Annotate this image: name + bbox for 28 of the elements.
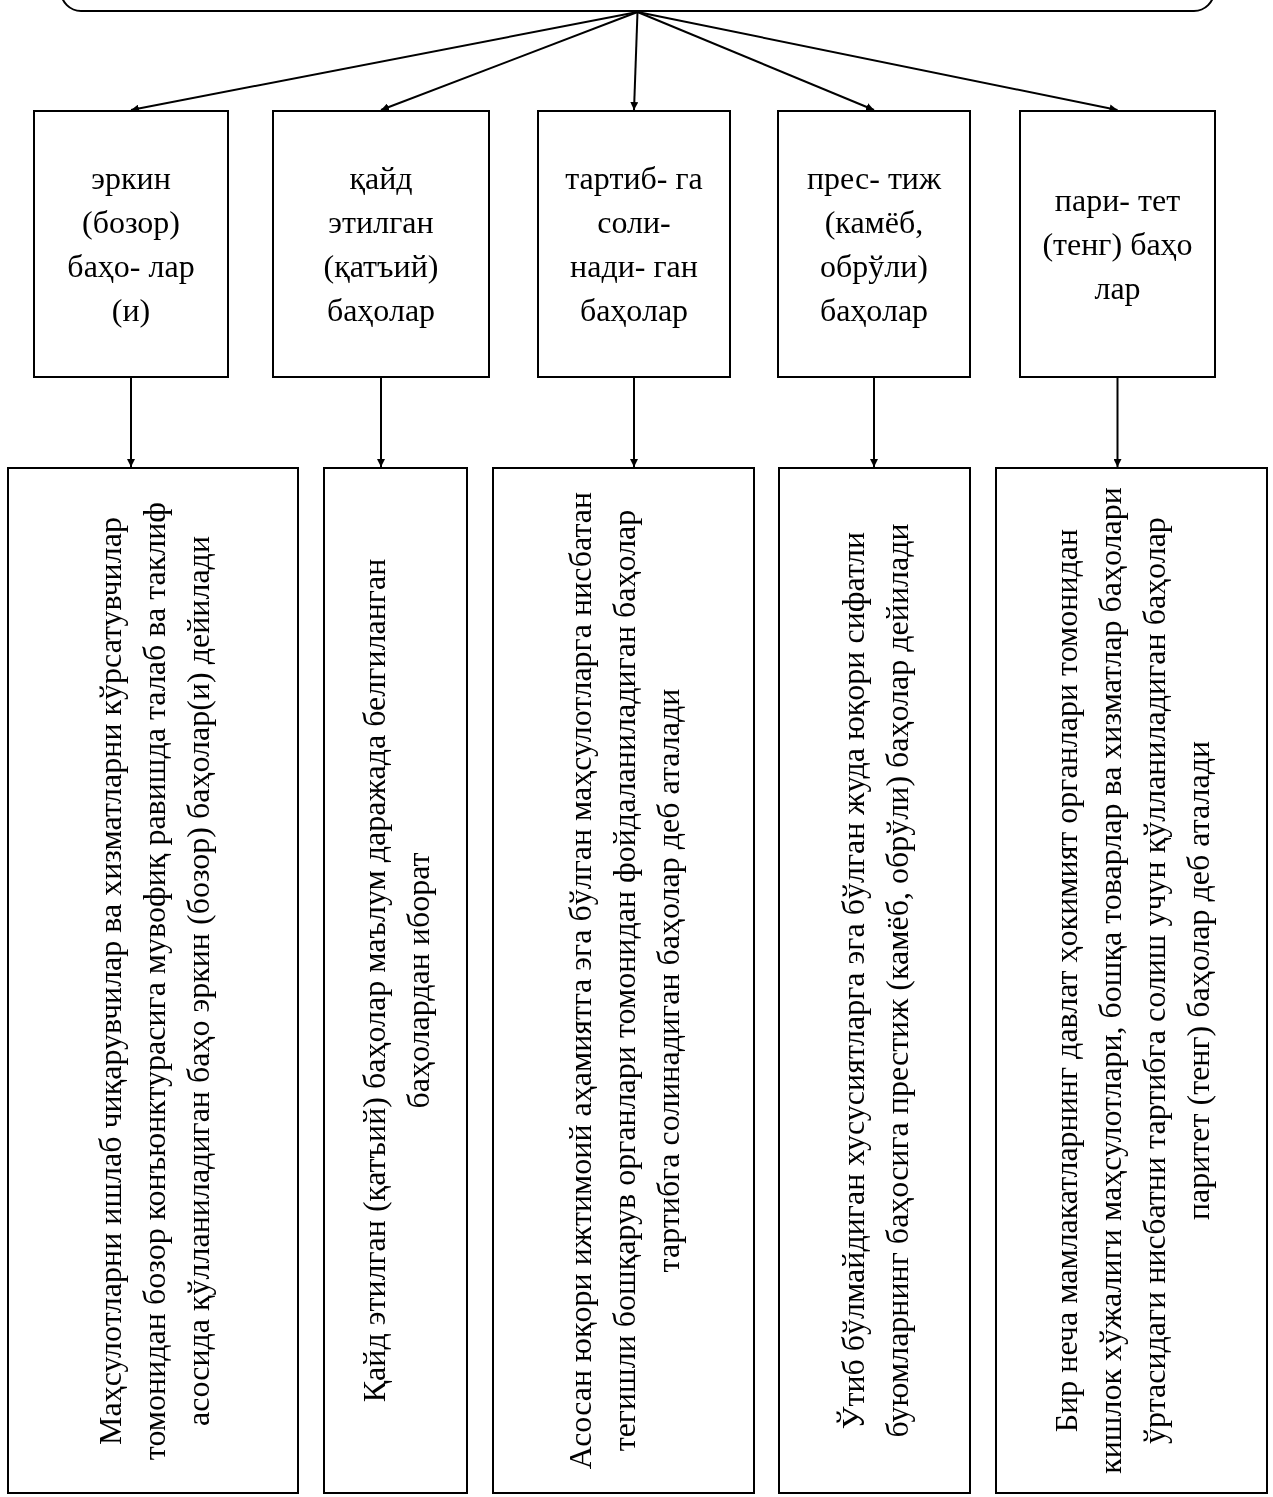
definition-text: Бир неча мамлакатларнинг давлат ҳокимият органлари томонидан кишлок хўжалиги маҳсулотлари, бошқа товарлар ва хизматлар баҳолари ўртасидаги нисбатни тартибга солиш учун қўлланиладиган баҳолар паритет (тенг) баҳолар деб аталади [1046,486,1217,1476]
category-label: қайд этилган (қатъий) баҳолар [322,159,440,330]
category-box [1019,110,1216,378]
category-box [272,110,490,378]
definition-box [778,467,971,1494]
definition-text: Ўтиб бўлмайдиган хусусиятларга эга бўлган жуда юқори сифатли буюмларнинг баҳосига престиж (камёб, обрўли) баҳолар дейилади [833,522,916,1440]
definition-box [323,467,468,1494]
category-box [537,110,731,378]
definition-box [492,467,755,1494]
arrow [1113,377,1122,468]
arrow [630,11,639,111]
category-label: эркин (бозор) баҳо- лар (и) [66,159,196,330]
category-label: прес- тиж (камёб, обрўли) баҳолар [805,159,943,330]
arrow [380,11,639,111]
category-label: пари- тет (тенг) баҳо лар [1041,181,1194,308]
definition-text: Маҳсулотларни ишлаб чиқарувчилар ва хизматларни кўрсатувчилар томонидан бозор конъюнктурасига мувофиқ равишда талаб ва таклиф асосида қўлланиладиган баҳо эркин (бозор) баҳолар(и) дейилади [90,500,217,1462]
category-label: тартиб- га соли- нади- ган баҳолар [564,159,704,330]
arrow [630,377,638,468]
definition-box [995,467,1268,1494]
definition-text: Қайд этилган (қатъий) баҳолар маълум даражада белгиланган баҳолардан иборат [354,557,437,1405]
arrow [636,11,875,111]
definition-box [7,467,299,1494]
arrow [870,377,878,468]
arrow [127,377,135,468]
arrow [636,11,1119,113]
category-box [777,110,971,378]
arrow [377,377,385,468]
category-box [33,110,229,378]
